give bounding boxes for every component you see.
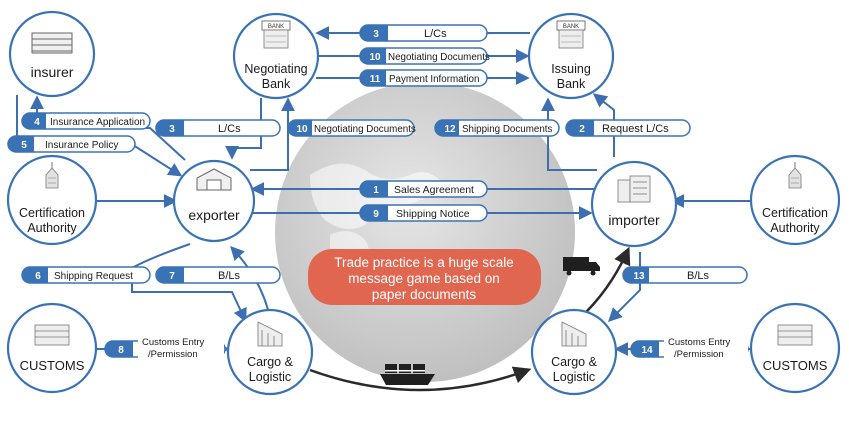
callout-line-1: Trade practice is a huge scale <box>334 255 514 270</box>
step-10-mid-label: Negotiating Documents <box>314 124 416 135</box>
insurer-label: insurer <box>31 64 74 80</box>
warehouse-icon <box>196 168 232 191</box>
negotiating-bank-line1: Negotiating <box>244 62 307 76</box>
cargo-left-line2: Logistic <box>249 370 291 384</box>
cert-left-line1: Certification <box>19 206 85 220</box>
step-6-label: Shipping Request <box>54 271 133 282</box>
cargo-right-line1: Cargo & <box>551 355 598 369</box>
customs-building-icon <box>777 324 813 346</box>
step-10-mid-number: 10 <box>296 124 308 135</box>
step-7-label: B/Ls <box>218 270 241 282</box>
step-3-mid: 3 L/Cs <box>155 119 281 137</box>
callout-box: Trade practice is a huge scale message g… <box>308 249 541 305</box>
step-14-label-line2: /Permission <box>674 349 724 360</box>
step-2-label: Request L/Cs <box>602 123 669 135</box>
node-importer: importer <box>590 160 678 248</box>
step-3-top: 3 L/Cs <box>359 24 488 42</box>
step-12-number: 12 <box>444 124 456 135</box>
step-8-label-line2: /Permission <box>148 349 198 360</box>
step-10-top-label: Negotiating Documents <box>388 52 490 63</box>
node-insurer: insurer <box>8 10 96 98</box>
node-issuing-bank: BANK Issuing Bank <box>527 12 615 100</box>
importer-label: importer <box>608 212 660 228</box>
tower-building-icon <box>45 162 59 189</box>
cert-right-line1: Certification <box>762 206 828 220</box>
step-8-label-line1: Customs Entry <box>142 337 205 348</box>
step-3-mid-label: L/Cs <box>218 123 241 135</box>
negotiating-bank-line2: Bank <box>262 77 291 91</box>
step-5-label: Insurance Policy <box>45 140 118 151</box>
logistics-building-icon <box>257 321 283 347</box>
step-3-mid-number: 3 <box>169 124 175 135</box>
node-cert-left: Certification Authority <box>6 154 98 246</box>
office-buildings-icon <box>617 175 651 203</box>
step-14: 14 Customs Entry /Permission <box>630 334 749 362</box>
step-1: 1 Sales Agreement <box>359 180 488 198</box>
node-exporter: exporter <box>172 159 256 243</box>
node-customs-right: CUSTOMS <box>749 302 841 394</box>
step-11-label: Payment Information <box>389 74 479 85</box>
node-cargo-right: Cargo & Logistic <box>530 308 618 396</box>
step-13-label: B/Ls <box>687 270 710 282</box>
bank-building-icon: BANK <box>556 20 586 49</box>
step-6: 6 Shipping Request <box>21 266 151 284</box>
step-9: 9 Shipping Notice <box>359 204 488 222</box>
step-1-label: Sales Agreement <box>394 184 474 196</box>
step-2: 2 Request L/Cs <box>565 119 691 137</box>
step-12: 12 Shipping Documents <box>434 119 560 137</box>
issuing-bank-sign: BANK <box>563 24 579 30</box>
step-7-number: 7 <box>169 271 175 282</box>
tower-building-icon <box>788 162 802 189</box>
step-4: 4 Insurance Application <box>21 112 151 130</box>
step-13-number: 13 <box>633 271 645 282</box>
step-9-label: Shipping Notice <box>396 208 470 220</box>
node-cert-right: Certification Authority <box>749 154 841 246</box>
step-12-label: Shipping Documents <box>462 124 553 135</box>
step-6-number: 6 <box>35 271 41 282</box>
cargo-right-line2: Logistic <box>553 370 595 384</box>
node-customs-left: CUSTOMS <box>6 302 98 394</box>
cargo-left-line1: Cargo & <box>247 355 294 369</box>
step-10-top-number: 10 <box>369 52 381 63</box>
step-8: 8 Customs Entry /Permission <box>104 334 226 362</box>
cert-right-line2: Authority <box>770 221 820 235</box>
step-14-number: 14 <box>641 345 653 356</box>
step-2-number: 2 <box>579 124 585 135</box>
exporter-label: exporter <box>188 207 240 223</box>
customs-left-label: CUSTOMS <box>20 358 85 373</box>
node-cargo-left: Cargo & Logistic <box>226 308 314 396</box>
customs-building-icon <box>34 324 70 346</box>
step-11: 11 Payment Information <box>359 69 488 87</box>
step-7: 7 B/Ls <box>155 266 281 284</box>
callout-line-3: paper documents <box>372 287 477 302</box>
bank-building-icon: BANK <box>261 20 291 49</box>
callout-line-2: message game based on <box>348 271 500 286</box>
step-13: 13 B/Ls <box>622 266 748 284</box>
step-5: 5 Insurance Policy <box>7 135 136 153</box>
step-14-label-line1: Customs Entry <box>668 337 731 348</box>
step-1-number: 1 <box>373 185 379 196</box>
node-negotiating-bank: BANK Negotiating Bank <box>232 12 320 100</box>
step-10-mid: 10 Negotiating Documents <box>287 119 416 137</box>
step-10-top: 10 Negotiating Documents <box>359 47 490 65</box>
customs-right-label: CUSTOMS <box>763 358 828 373</box>
step-4-number: 4 <box>34 117 40 128</box>
truck-icon <box>563 257 600 276</box>
cert-left-line2: Authority <box>27 221 77 235</box>
step-3-top-label: L/Cs <box>424 28 447 40</box>
logistics-building-icon <box>561 321 587 347</box>
office-building-icon <box>31 32 73 54</box>
step-4-label: Insurance Application <box>50 117 145 128</box>
step-9-number: 9 <box>373 209 379 220</box>
negotiating-bank-sign: BANK <box>268 24 284 30</box>
step-11-number: 11 <box>370 74 381 85</box>
issuing-bank-line2: Bank <box>557 77 586 91</box>
step-3-top-number: 3 <box>373 29 379 40</box>
step-5-number: 5 <box>21 140 27 151</box>
issuing-bank-line1: Issuing <box>551 62 591 76</box>
step-8-number: 8 <box>118 345 124 356</box>
ship-icon <box>380 364 435 385</box>
